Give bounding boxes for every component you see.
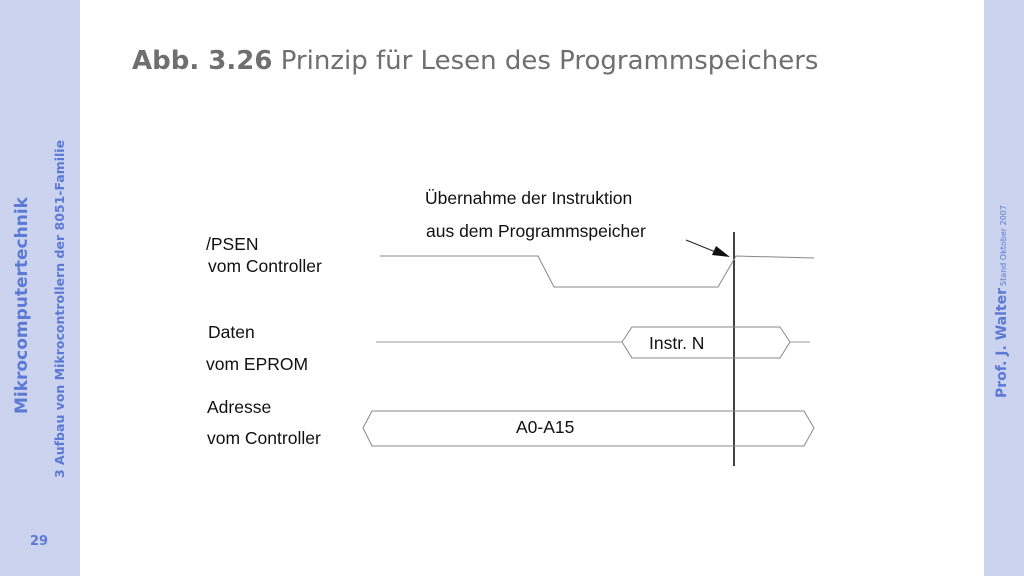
data-value: Instr. N <box>649 333 704 353</box>
data-valid-window <box>621 326 791 359</box>
address-valid-window <box>362 410 815 447</box>
data-sub-label: vom EPROM <box>206 354 308 374</box>
annotation-line1: Übernahme der Instruktion <box>425 188 632 208</box>
annotation-arrow-head <box>712 246 730 257</box>
left-sidebar <box>0 0 80 576</box>
annotation-line2: aus dem Programmspeicher <box>426 221 646 241</box>
psen-sub-label: vom Controller <box>208 256 322 276</box>
address-sub-label: vom Controller <box>207 428 321 448</box>
figure-number: Abb. 3.26 <box>132 46 273 76</box>
figure-caption: Prinzip für Lesen des Programmspeichers <box>280 46 819 76</box>
address-value: A0-A15 <box>516 417 574 437</box>
psen-label: /PSEN <box>206 234 259 254</box>
annotation-arrow-line <box>685 239 719 254</box>
data-label: Daten <box>208 322 255 342</box>
address-label: Adresse <box>207 397 271 417</box>
slide-title: Abb. 3.26 Prinzip für Lesen des Programm… <box>132 46 818 76</box>
page-number: 29 <box>30 534 49 549</box>
right-sidebar <box>984 0 1024 576</box>
psen-waveform <box>380 255 815 288</box>
